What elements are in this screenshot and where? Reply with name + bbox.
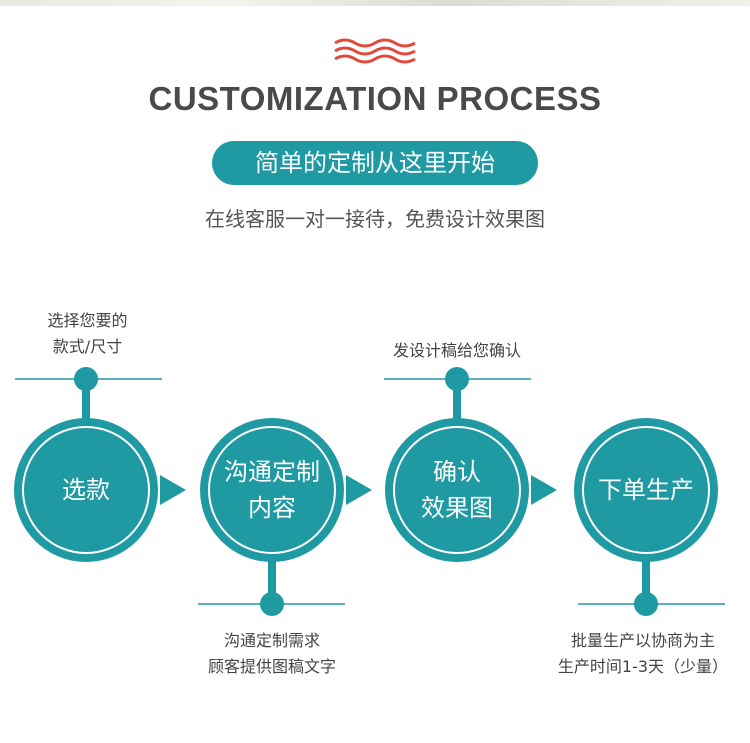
step-1-note: 选择您要的 款式/尺寸 bbox=[47, 311, 128, 356]
step-2-label: 沟通定制 内容 bbox=[224, 458, 320, 522]
step-4-note: 批量生产以协商为主 生产时间1-3天（少量） bbox=[557, 631, 729, 676]
slogan-pill: 简单的定制从这里开始 bbox=[212, 141, 538, 185]
step-3-shapes bbox=[384, 367, 557, 562]
top-banner-strip bbox=[0, 0, 750, 6]
step-4-shapes bbox=[574, 418, 725, 616]
subtitle: 在线客服一对一接待，免费设计效果图 bbox=[205, 207, 545, 231]
step-2-note: 沟通定制需求 顾客提供图稿文字 bbox=[207, 631, 336, 676]
step-3-note: 发设计稿给您确认 bbox=[392, 341, 521, 360]
step-4-label: 下单生产 bbox=[598, 476, 694, 504]
step-1-label: 选款 bbox=[62, 476, 110, 504]
wave-decoration-icon bbox=[334, 38, 416, 64]
step-1-shapes bbox=[14, 367, 186, 562]
page-title: CUSTOMIZATION PROCESS bbox=[148, 80, 602, 117]
step-3-label: 确认 效果图 bbox=[421, 458, 493, 522]
step-2-shapes bbox=[198, 418, 372, 616]
